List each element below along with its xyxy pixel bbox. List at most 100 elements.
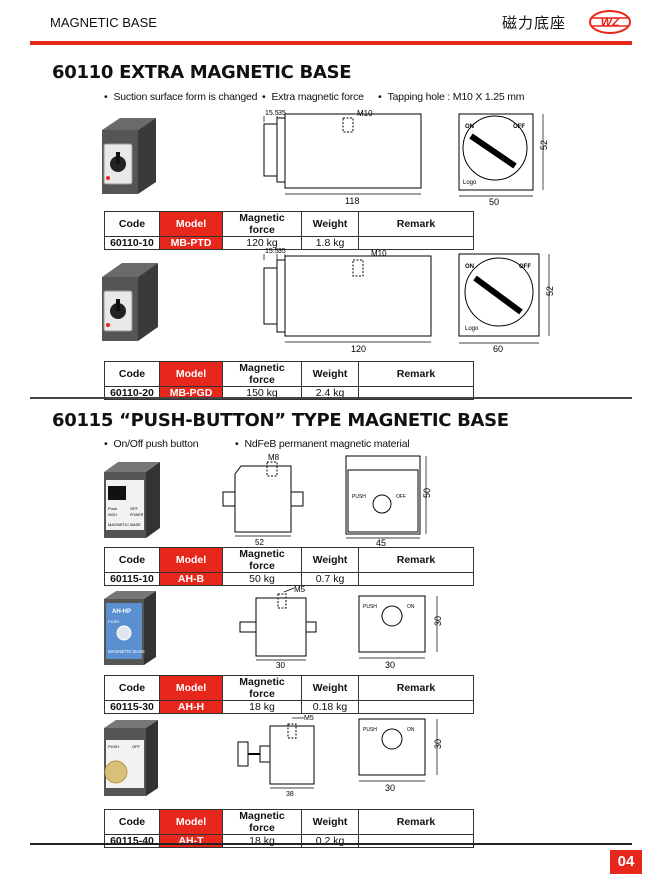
table-row: 60110-20 MB-PGD 150 kg 2.4 kg bbox=[104, 386, 474, 400]
svg-text:35: 35 bbox=[278, 248, 286, 255]
cell-code: 60115-40 bbox=[104, 834, 160, 848]
svg-text:52: 52 bbox=[255, 538, 264, 546]
product-photo-60115-30: AH-HP PUSH MAGNETIC BASE bbox=[104, 591, 156, 665]
bullet: Extra magnetic force bbox=[262, 91, 363, 103]
svg-text:30: 30 bbox=[385, 660, 395, 670]
side-drawing-60115-10: M8 52 bbox=[222, 453, 304, 546]
cell-force: 18 kg bbox=[222, 700, 302, 714]
spec-table-60115-30: Code Model Magnetic force Weight Remark … bbox=[104, 675, 474, 714]
footer-divider bbox=[30, 843, 632, 845]
col-model: Model bbox=[159, 361, 223, 387]
svg-text:Logo: Logo bbox=[465, 326, 479, 332]
svg-text:Logo: Logo bbox=[463, 180, 477, 186]
cell-remark bbox=[358, 386, 474, 400]
table-row: 60110-10 MB-PTD 120 kg 1.8 kg bbox=[104, 236, 474, 250]
svg-text:OFF: OFF bbox=[130, 506, 139, 511]
svg-text:30: 30 bbox=[433, 739, 443, 749]
front-drawing-60110-20: ON OFF Logo 52 60 bbox=[458, 253, 555, 354]
svg-text:OFF: OFF bbox=[132, 744, 141, 749]
table-row: 60115-10 AH-B 50 kg 0.7 kg bbox=[104, 572, 474, 586]
col-remark: Remark bbox=[358, 211, 474, 237]
col-weight: Weight bbox=[301, 361, 359, 387]
col-force: Magnetic force bbox=[222, 211, 302, 237]
col-force: Magnetic force bbox=[222, 675, 302, 701]
svg-text:52: 52 bbox=[539, 140, 549, 150]
col-code: Code bbox=[104, 211, 160, 237]
svg-text:38: 38 bbox=[286, 791, 294, 798]
bullet: Suction surface form is changed bbox=[104, 91, 257, 103]
svg-text:ON: ON bbox=[407, 727, 415, 733]
cell-weight: 1.8 kg bbox=[301, 236, 359, 250]
header-divider bbox=[30, 41, 632, 45]
front-drawing-60115-10: PUSH OFF 50 45 bbox=[345, 455, 432, 546]
svg-text:M5: M5 bbox=[304, 715, 314, 722]
product-photo-60110-10 bbox=[102, 118, 156, 194]
cell-weight: 0.2 kg bbox=[301, 834, 359, 848]
cell-force: 18 kg bbox=[222, 834, 302, 848]
header-cjk-title: 磁力底座 bbox=[502, 14, 567, 32]
col-code: Code bbox=[104, 809, 160, 835]
cell-model: MB-PGD bbox=[159, 386, 223, 400]
section-title-60110: 60110 EXTRA MAGNETIC BASE bbox=[52, 62, 352, 83]
cell-weight: 0.7 kg bbox=[301, 572, 359, 586]
svg-text:PUSH: PUSH bbox=[108, 619, 119, 624]
side-drawing-60110-20: 15.5 35 M10 120 bbox=[263, 248, 432, 354]
svg-text:M8: M8 bbox=[268, 453, 280, 462]
svg-text:WZ: WZ bbox=[601, 15, 620, 29]
front-drawing-60110-10: ON OFF Logo 52 50 bbox=[458, 113, 549, 206]
col-weight: Weight bbox=[301, 675, 359, 701]
svg-text:OFF: OFF bbox=[513, 124, 525, 130]
col-code: Code bbox=[104, 547, 160, 573]
col-code: Code bbox=[104, 675, 160, 701]
cell-code: 60115-30 bbox=[104, 700, 160, 714]
col-model: Model bbox=[159, 547, 223, 573]
svg-text:HIGH: HIGH bbox=[108, 513, 117, 517]
cell-remark bbox=[358, 236, 474, 250]
side-drawing-60115-30: M5 30 bbox=[239, 585, 317, 670]
svg-text:OFF: OFF bbox=[396, 494, 406, 500]
table-row: 60115-30 AH-H 18 kg 0.18 kg bbox=[104, 700, 474, 714]
svg-text:PUSH: PUSH bbox=[108, 744, 119, 749]
cell-weight: 0.18 kg bbox=[301, 700, 359, 714]
svg-text:52: 52 bbox=[545, 286, 555, 296]
header-title: MAGNETIC BASE bbox=[50, 15, 157, 30]
bullet: Tapping hole : M10 X 1.25 mm bbox=[378, 91, 524, 103]
cell-model: AH-T bbox=[159, 834, 223, 848]
svg-text:35: 35 bbox=[278, 110, 286, 117]
cell-model: AH-H bbox=[159, 700, 223, 714]
svg-text:45: 45 bbox=[376, 538, 386, 546]
svg-text:120: 120 bbox=[351, 344, 366, 354]
col-model: Model bbox=[159, 675, 223, 701]
cell-remark bbox=[358, 834, 474, 848]
cell-force: 120 kg bbox=[222, 236, 302, 250]
col-weight: Weight bbox=[301, 547, 359, 573]
bullet: NdFeB permanent magnetic material bbox=[235, 438, 409, 450]
svg-text:15.5: 15.5 bbox=[265, 248, 279, 255]
svg-text:M5: M5 bbox=[294, 585, 306, 594]
svg-text:PUSH: PUSH bbox=[352, 494, 366, 500]
svg-text:50: 50 bbox=[489, 197, 499, 206]
side-drawing-60115-40: M5 38 bbox=[237, 715, 315, 798]
front-drawing-60115-30: PUSH ON 30 30 bbox=[358, 595, 443, 670]
svg-text:MAGNETIC BASE: MAGNETIC BASE bbox=[108, 522, 141, 527]
svg-text:POWER: POWER bbox=[130, 513, 144, 517]
svg-text:30: 30 bbox=[385, 783, 395, 793]
col-remark: Remark bbox=[358, 809, 474, 835]
spec-table-60115-10: Code Model Magnetic force Weight Remark … bbox=[104, 547, 474, 586]
brand-logo: WZ bbox=[589, 10, 631, 34]
front-drawing-60115-40: PUSH ON 30 30 bbox=[358, 718, 443, 793]
svg-text:MAGNETIC BASE: MAGNETIC BASE bbox=[108, 649, 145, 654]
cell-weight: 2.4 kg bbox=[301, 386, 359, 400]
svg-text:OFF: OFF bbox=[519, 264, 531, 270]
cell-code: 60115-10 bbox=[104, 572, 160, 586]
product-photo-60110-20 bbox=[102, 263, 158, 341]
svg-text:118: 118 bbox=[345, 196, 359, 206]
col-remark: Remark bbox=[358, 361, 474, 387]
product-photo-60115-40: PUSH OFF bbox=[104, 720, 158, 796]
cell-code: 60110-20 bbox=[104, 386, 160, 400]
cell-model: AH-B bbox=[159, 572, 223, 586]
side-drawing-60110-10: 15.5 35 M10 118 bbox=[263, 109, 422, 206]
svg-text:PUSH: PUSH bbox=[363, 727, 377, 733]
cell-force: 50 kg bbox=[222, 572, 302, 586]
spec-table-60110-20: Code Model Magnetic force Weight Remark … bbox=[104, 361, 474, 400]
